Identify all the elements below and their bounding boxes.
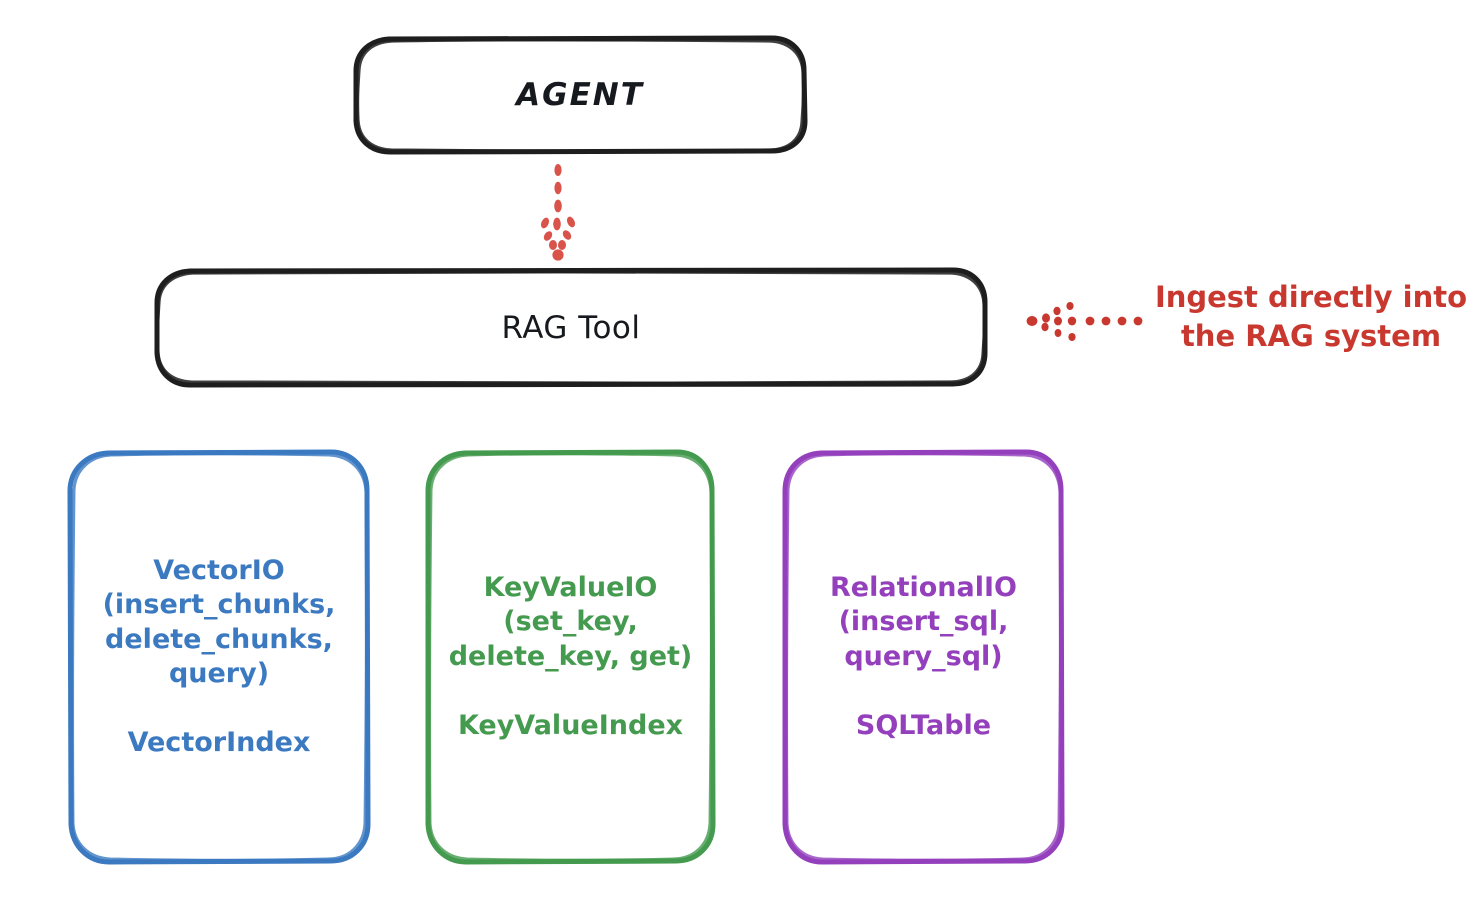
- agent-box-outline-sketch: [355, 38, 806, 153]
- dotted-arrow-down-icon: [540, 164, 576, 261]
- relational-io-node[interactable]: [782, 449, 1065, 865]
- rag-tool-node[interactable]: [154, 267, 988, 388]
- vector-io-node[interactable]: [67, 449, 371, 865]
- agent-node[interactable]: [353, 35, 808, 155]
- key-value-io-box-outline: [425, 449, 716, 865]
- vector-io-box-outline-sketch: [71, 452, 368, 862]
- vector-io-box-outline: [67, 449, 371, 865]
- key-value-io-box-outline-sketch: [428, 452, 713, 862]
- relational-io-box-outline: [782, 449, 1065, 865]
- relational-io-box-outline-sketch: [785, 452, 1062, 862]
- rag-tool-box-outline-sketch: [155, 270, 987, 385]
- key-value-io-node[interactable]: [425, 449, 716, 865]
- agent-box-outline: [353, 35, 808, 155]
- dotted-arrow-left-icon: [1026, 302, 1143, 341]
- rag-tool-box-outline: [154, 267, 988, 388]
